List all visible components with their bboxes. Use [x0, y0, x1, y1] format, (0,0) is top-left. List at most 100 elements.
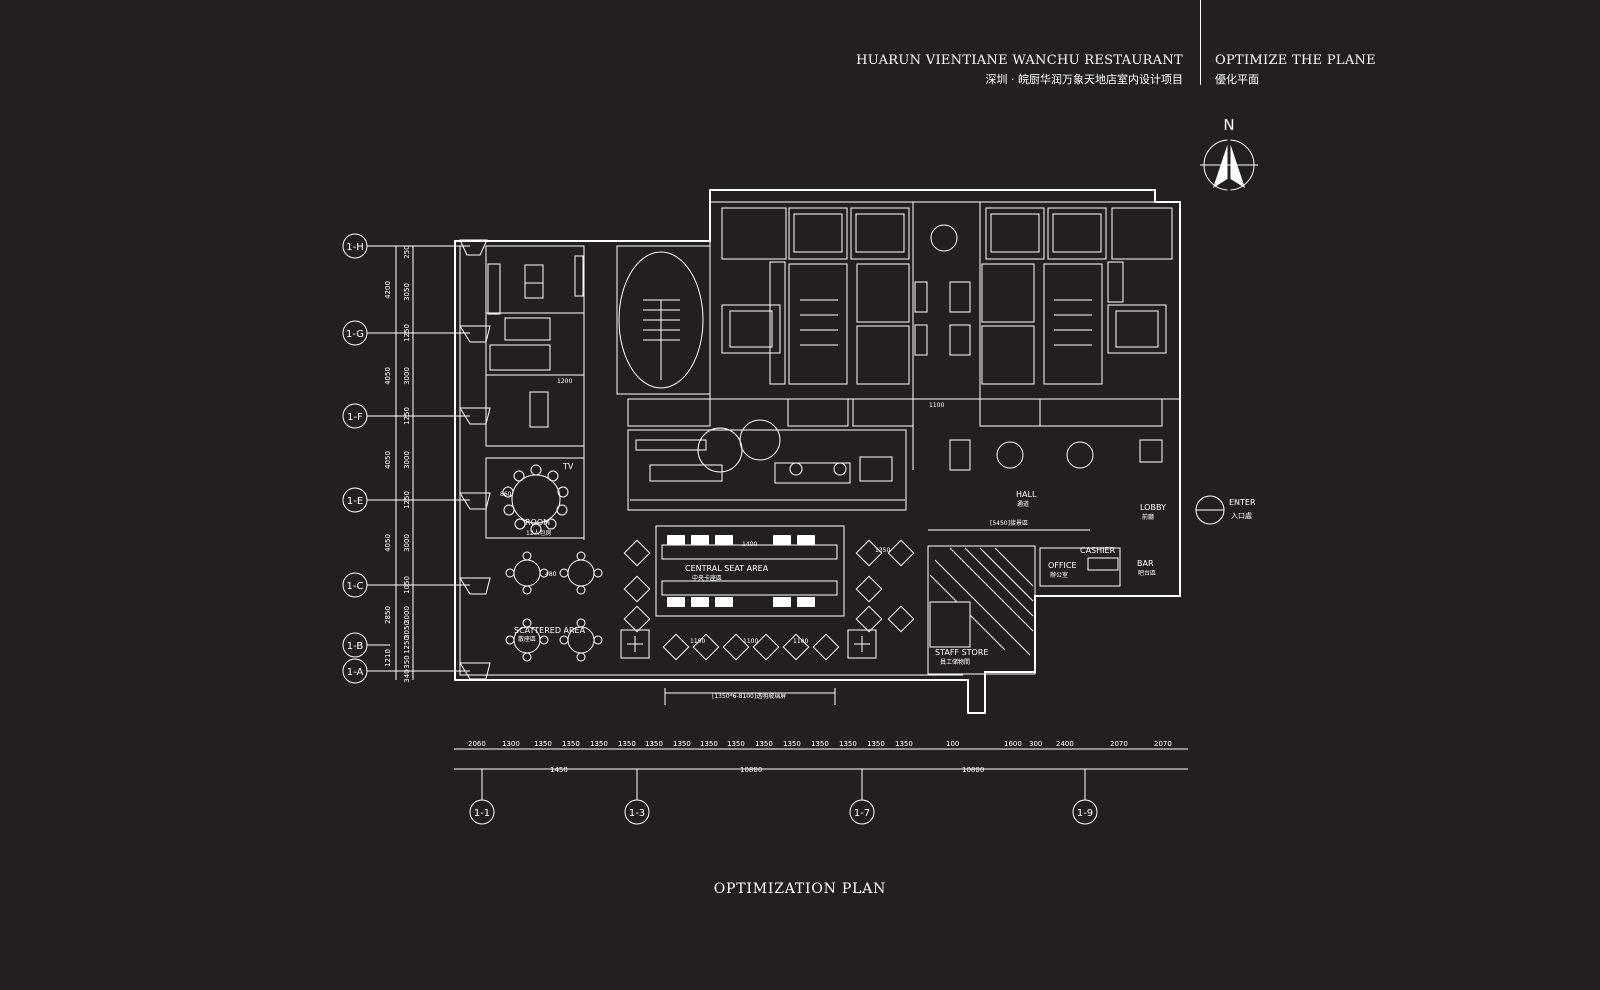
svg-text:1-E: 1-E — [347, 496, 363, 507]
cashier-label: CASHIER — [1080, 546, 1116, 555]
grid-bubble: 1-F — [342, 403, 368, 429]
svg-text:2070: 2070 — [1154, 740, 1172, 748]
lobby-cn-label: 前廳 — [1142, 513, 1154, 521]
svg-text:1250: 1250 — [403, 636, 411, 654]
scattered-tables: SCATTERED AREA 散座區 — [505, 551, 603, 662]
svg-text:1250: 1250 — [403, 491, 411, 509]
svg-text:2070: 2070 — [1110, 740, 1128, 748]
svg-text:1100: 1100 — [743, 638, 758, 645]
hall-tables — [914, 224, 1163, 471]
svg-text:1100: 1100 — [690, 638, 705, 645]
svg-text:1400: 1400 — [742, 541, 757, 548]
enter-cn-label: 入口處 — [1231, 511, 1252, 520]
central-seat-label: CENTRAL SEAT AREA — [685, 564, 769, 573]
svg-text:1350: 1350 — [811, 740, 829, 748]
north-label: N — [1223, 116, 1234, 134]
hall-cn-label: 通道 — [1017, 500, 1029, 508]
screen-dimension: [1350*6-8100]透明玻璃屏 — [664, 688, 836, 705]
svg-text:1350: 1350 — [755, 740, 773, 748]
central-seat-cn-label: 中央卡座區 — [692, 574, 722, 582]
office-label: OFFICE — [1048, 561, 1077, 570]
svg-text:1-G: 1-G — [346, 329, 364, 340]
service-area: STAFF STORE 員工储物間 OFFICE 辦公室 CASHIER BAR… — [927, 519, 1156, 675]
window-bays — [459, 239, 491, 680]
svg-text:1200: 1200 — [557, 378, 572, 385]
svg-text:1350: 1350 — [875, 547, 890, 554]
svg-text:4050: 4050 — [384, 367, 392, 385]
screen-label: [1350*6-8100]透明玻璃屏 — [712, 692, 786, 700]
svg-text:4050: 4050 — [384, 451, 392, 469]
corridor-label: [5450]接景區 — [990, 519, 1028, 527]
private-room: TV ROOM 12人包房 — [502, 462, 574, 537]
svg-text:1350: 1350 — [727, 740, 745, 748]
bottom-dimensions: 2060 1300 1350 1350 1350 1350 1350 1350 … — [454, 740, 1188, 800]
interior-dims: 1200 1100 1400 1100 1100 1100 1350 860 4… — [500, 378, 944, 645]
svg-text:480: 480 — [545, 571, 557, 578]
grid-bubble: 1-9 — [1072, 799, 1098, 825]
sheet-subtitle: 優化平面 — [1215, 73, 1259, 86]
svg-text:350: 350 — [403, 655, 411, 668]
staff-store-cn-label: 員工储物間 — [940, 658, 970, 666]
svg-text:300: 300 — [1029, 740, 1042, 748]
grid-bubble: 1-G — [342, 320, 368, 346]
room-label: ROOM — [525, 518, 550, 527]
svg-text:1100: 1100 — [929, 402, 944, 409]
bar-label: BAR — [1137, 559, 1154, 568]
svg-text:1350: 1350 — [562, 740, 580, 748]
central-seat-area: CENTRAL SEAT AREA 中央卡座區 — [655, 525, 845, 617]
svg-text:1-9: 1-9 — [1077, 808, 1093, 819]
svg-text:1350: 1350 — [867, 740, 885, 748]
svg-text:1350: 1350 — [590, 740, 608, 748]
diamond-tables — [620, 539, 915, 661]
svg-text:1350: 1350 — [895, 740, 913, 748]
svg-text:1350: 1350 — [534, 740, 552, 748]
grid-bubble: 1-1 — [469, 799, 495, 825]
hall-label: HALL — [1016, 490, 1037, 499]
svg-text:2850: 2850 — [384, 606, 392, 624]
area-labels: HALL 通道 LOBBY 前廳 ENTER 入口處 — [1016, 490, 1256, 525]
left-dimensions: 4200 4050 4050 4050 2850 1210 250 3050 1… — [384, 245, 414, 683]
svg-text:1-3: 1-3 — [629, 808, 645, 819]
svg-text:1-7: 1-7 — [854, 808, 870, 819]
grid-bubble: 1-7 — [849, 799, 875, 825]
svg-text:3000: 3000 — [403, 534, 411, 552]
svg-text:3050: 3050 — [403, 621, 411, 639]
stair-core — [616, 245, 1092, 395]
svg-text:1-H: 1-H — [346, 242, 364, 253]
open-kitchen — [627, 419, 907, 511]
svg-text:1600: 1600 — [1004, 740, 1022, 748]
svg-text:1300: 1300 — [502, 740, 520, 748]
svg-text:2400: 2400 — [1056, 740, 1074, 748]
sheet-title: OPTIMIZE THE PLANE — [1215, 53, 1376, 68]
svg-text:340: 340 — [403, 669, 411, 682]
grid-bubble: 1-B — [342, 632, 368, 658]
svg-text:2060: 2060 — [468, 740, 486, 748]
svg-text:3000: 3000 — [403, 451, 411, 469]
lobby-label: LOBBY — [1140, 503, 1166, 512]
header-divider — [1200, 0, 1201, 85]
tv-label: TV — [562, 462, 574, 471]
svg-text:3000: 3000 — [403, 367, 411, 385]
scattered-area-label: SCATTERED AREA — [514, 626, 586, 635]
svg-text:3000: 3000 — [403, 606, 411, 624]
plan-caption: OPTIMIZATION PLAN — [713, 881, 887, 897]
bottom-grid-bubbles: 1-1 1-3 1-7 1-9 — [469, 799, 1098, 825]
svg-text:1250: 1250 — [403, 407, 411, 425]
svg-text:1-C: 1-C — [347, 581, 364, 592]
svg-text:3050: 3050 — [403, 283, 411, 301]
project-subtitle: 深圳 · 皖厨华润万象天地店室内设计项目 — [985, 73, 1184, 86]
svg-text:1100: 1100 — [793, 638, 808, 645]
svg-text:1450: 1450 — [550, 766, 568, 774]
room-cn-label: 12人包房 — [526, 529, 552, 537]
left-grid-bubbles: 1-H 1-G 1-F 1-E 1-C 1-B 1-A — [342, 233, 470, 684]
svg-text:1350: 1350 — [673, 740, 691, 748]
svg-text:1-A: 1-A — [347, 667, 364, 678]
grid-bubble: 1-3 — [624, 799, 650, 825]
grid-bubble: 1-E — [342, 487, 368, 513]
svg-text:1350: 1350 — [783, 740, 801, 748]
project-title: HUARUN VIENTIANE WANCHU RESTAURANT — [856, 53, 1183, 68]
bar-cn-label: 吧台區 — [1138, 569, 1156, 577]
enter-label: ENTER — [1229, 498, 1256, 507]
office-cn-label: 辦公室 — [1050, 571, 1068, 579]
svg-text:4050: 4050 — [384, 534, 392, 552]
